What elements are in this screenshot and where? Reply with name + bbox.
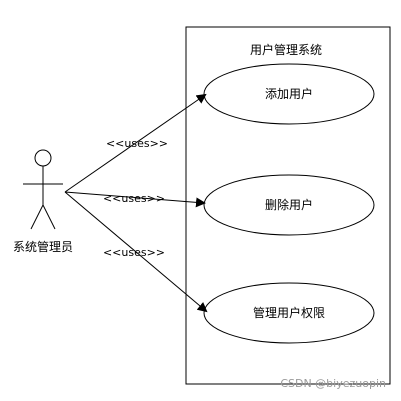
use-case-manage-permissions[interactable] <box>203 282 375 344</box>
use-case-manage-permissions-label: 管理用户权限 <box>253 305 325 320</box>
association-delete-user <box>64 191 206 208</box>
uses-label-delete-user: <<uses>> <box>103 192 165 205</box>
use-case-delete-user-label: 删除用户 <box>265 197 313 212</box>
uses-label-manage-permissions: <<uses>> <box>103 246 165 259</box>
uses-label-add-user: <<uses>> <box>106 137 168 150</box>
system-title: 用户管理系统 <box>250 42 322 57</box>
association-manage-permissions <box>64 191 208 313</box>
system-boundary <box>185 26 391 385</box>
actor-label: 系统管理员 <box>13 239 73 254</box>
watermark: CSDN @biyezuopin <box>280 377 386 390</box>
association-add-user <box>64 93 207 193</box>
use-case-add-user-label: 添加用户 <box>265 86 313 101</box>
actor-stick-figure-icon[interactable] <box>23 149 63 230</box>
